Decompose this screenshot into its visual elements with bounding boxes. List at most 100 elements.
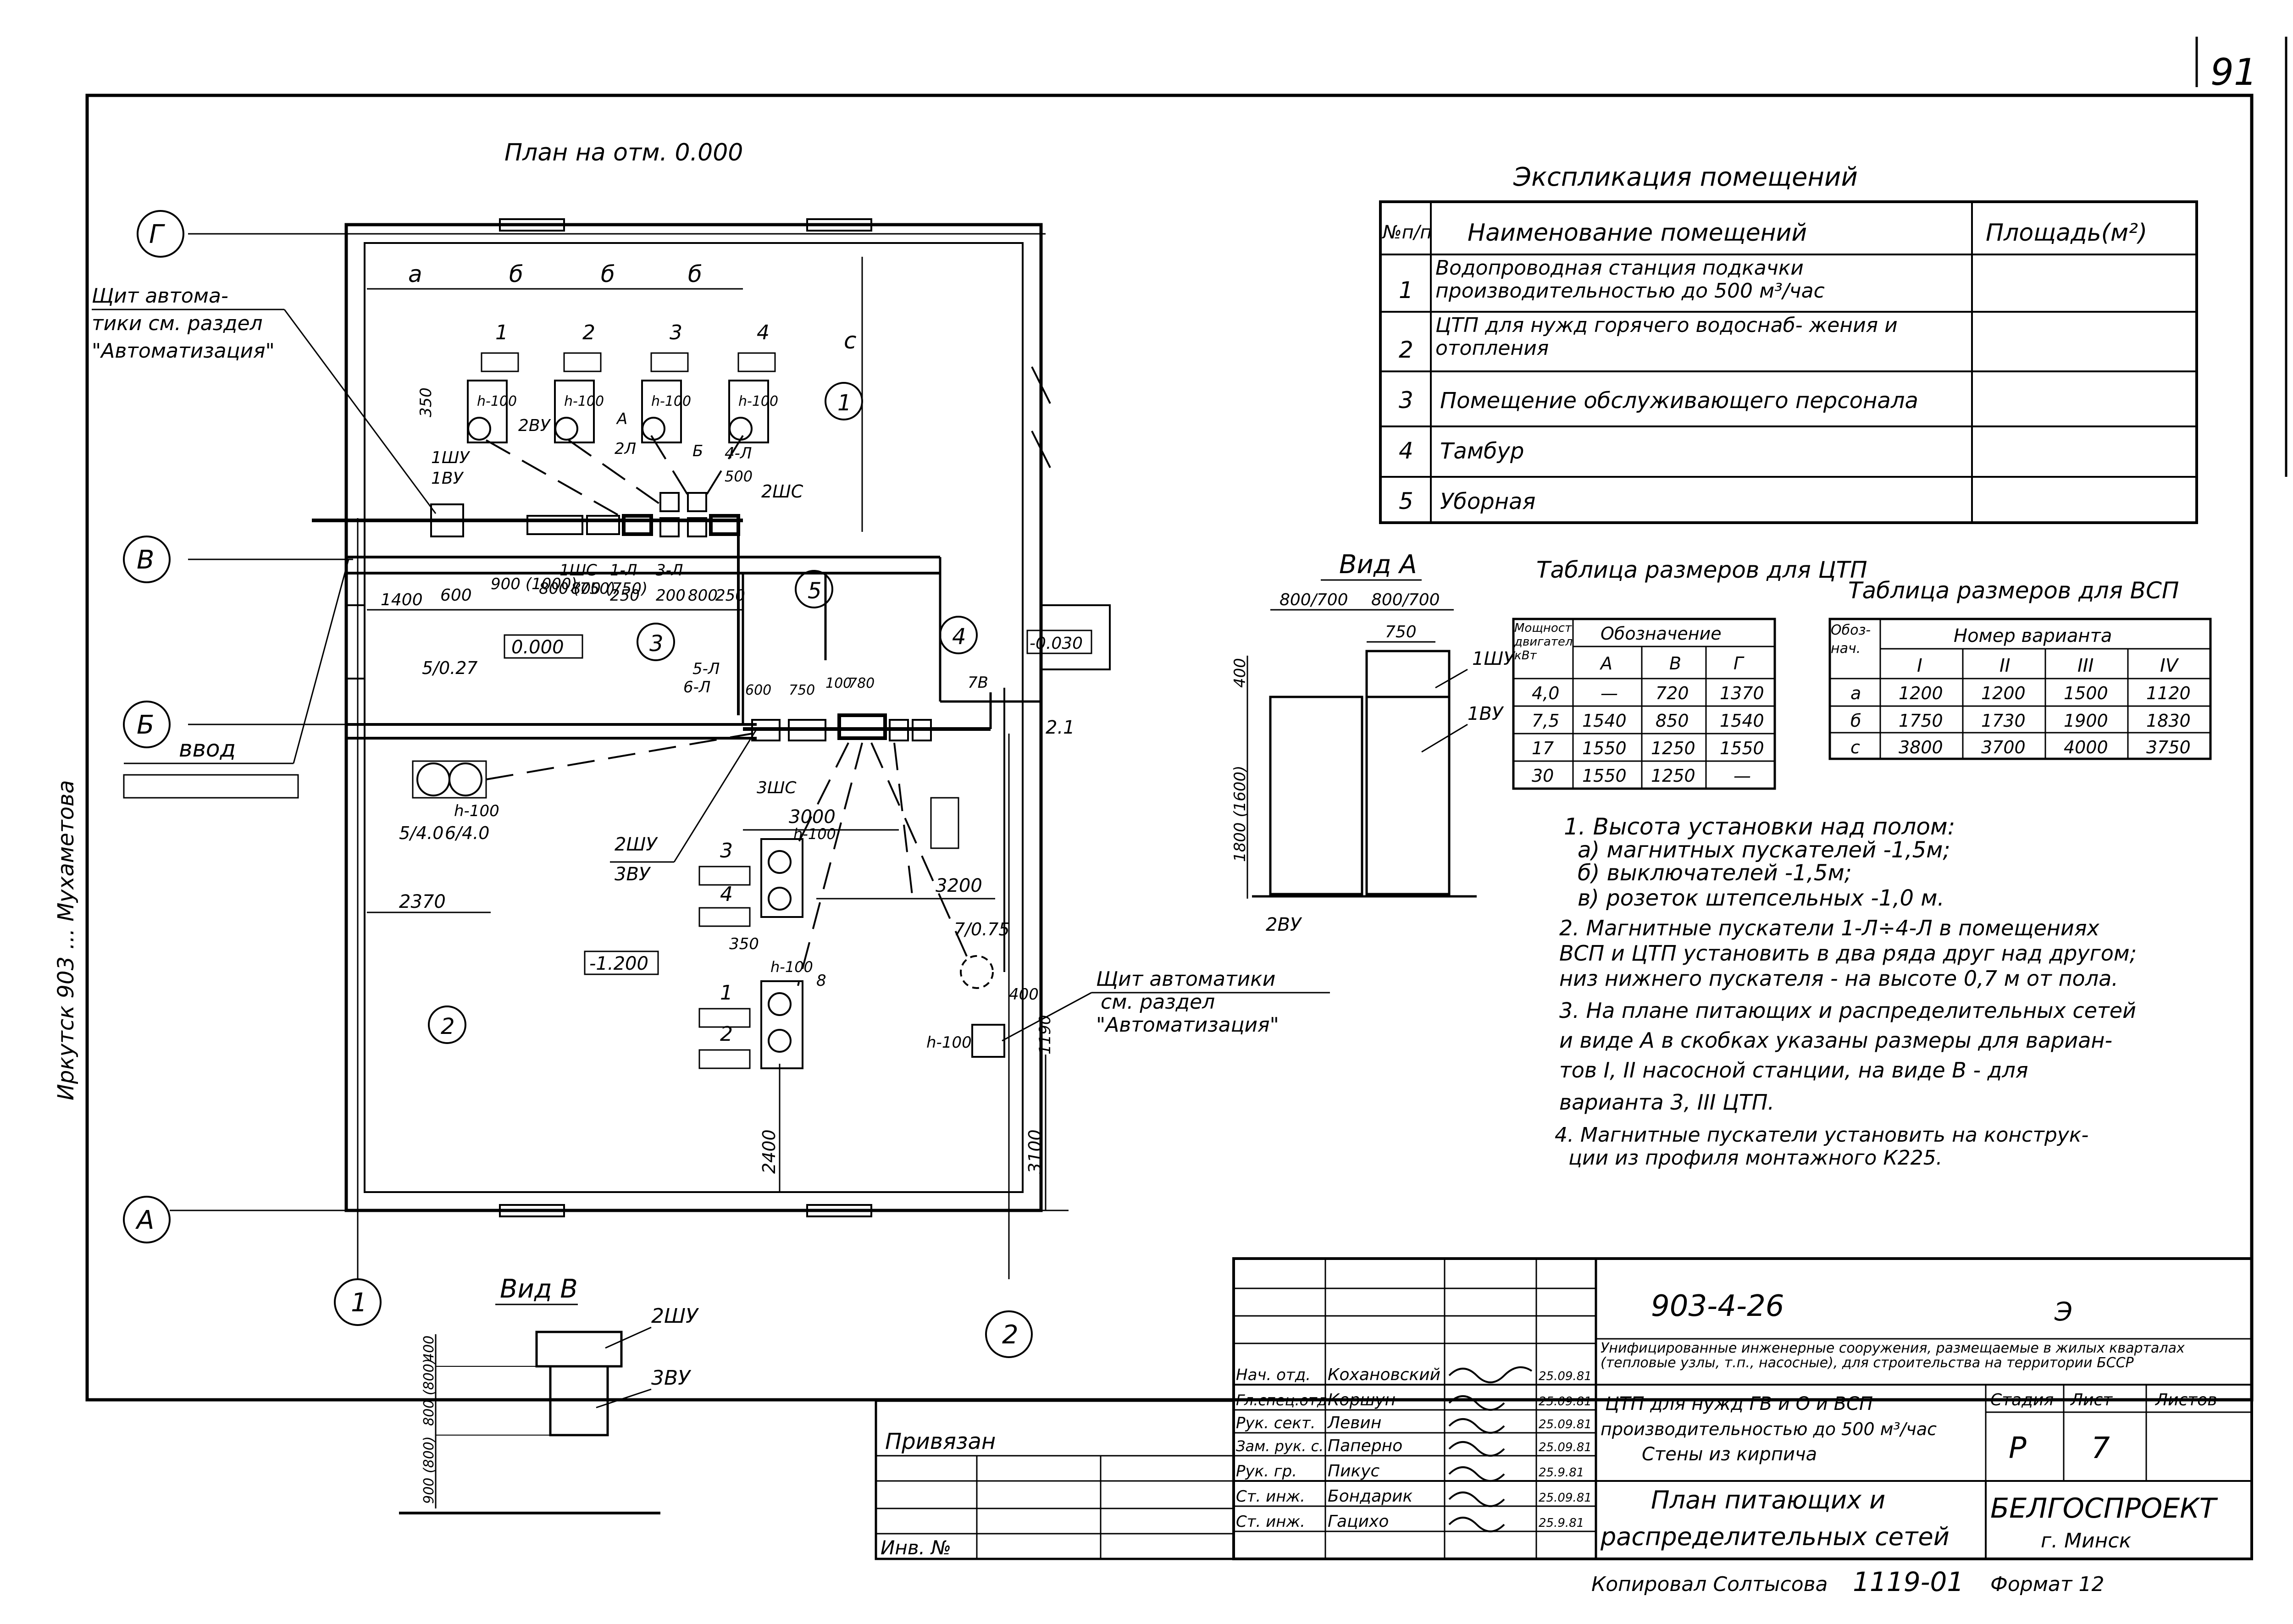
svg-text:—: — — [1601, 683, 1618, 703]
svg-text:с: с — [844, 327, 857, 354]
note-line: б) выключателей -1,5м; — [1578, 860, 1852, 886]
svg-text:Коршун: Коршун — [1328, 1391, 1396, 1409]
ctp-table-title: Таблица размеров для ЦТП — [1536, 557, 1867, 583]
svg-text:1: 1 — [495, 321, 508, 344]
svg-text:h-100: h-100 — [926, 1033, 972, 1052]
svg-text:800: 800 — [688, 586, 718, 605]
svg-text:7В: 7В — [968, 674, 988, 692]
svg-text:1120: 1120 — [2146, 683, 2191, 703]
svg-text:25.09.81: 25.09.81 — [1539, 1441, 1592, 1454]
sheet-number: 91 — [2195, 37, 2287, 477]
stage-value: Р — [2009, 1431, 2027, 1465]
svg-text:Б: Б — [137, 710, 154, 740]
level-text: -1.200 — [589, 953, 648, 974]
motor-base — [698, 1049, 751, 1069]
svg-text:б: б — [1850, 711, 1861, 731]
organization: БЕЛГОСПРОЕКТ — [1990, 1492, 2218, 1525]
svg-text:Паперно: Паперно — [1328, 1436, 1402, 1455]
svg-text:Нач. отд.: Нач. отд. — [1236, 1366, 1311, 1384]
view-a-title: Вид А — [1339, 550, 1417, 580]
note-line: низ нижнего пускателя - на высоте 0,7 м … — [1559, 966, 2118, 991]
svg-text:Пикус: Пикус — [1328, 1462, 1380, 1480]
axis-bubble-b: Б — [123, 701, 171, 748]
svg-text:Рук. сект.: Рук. сект. — [1236, 1414, 1316, 1432]
svg-text:1550: 1550 — [1582, 766, 1627, 786]
svg-text:2: 2 — [1399, 337, 1413, 363]
svg-text:1200: 1200 — [1899, 683, 1943, 703]
note-line: 3. На плане питающих и распределительных… — [1559, 998, 2136, 1023]
note-line: тов I, II насосной станции, на виде В - … — [1559, 1058, 2028, 1083]
svg-text:3ВУ: 3ВУ — [615, 864, 651, 885]
note-line: ции из профиля монтажного К225. — [1568, 1146, 1943, 1170]
svg-text:1: 1 — [720, 981, 733, 1005]
stamp-person-row: Рук. сект. Левин 25.09.81 — [1236, 1414, 1592, 1432]
svg-text:2400: 2400 — [759, 1129, 779, 1174]
svg-text:4,0: 4,0 — [1532, 683, 1559, 703]
svg-text:5/4.0: 5/4.0 — [399, 823, 443, 843]
svg-text:Помещение обслуживающего персо: Помещение обслуживающего персонала — [1440, 388, 1918, 414]
svg-text:б: б — [688, 261, 702, 287]
svg-text:1: 1 — [1399, 277, 1413, 304]
svg-text:3750: 3750 — [2146, 737, 2191, 757]
sheet-value: 7 — [2091, 1431, 2110, 1465]
svg-text:Щит автома-: Щит автома- — [92, 284, 228, 308]
svg-text:"Автоматизация": "Автоматизация" — [92, 339, 275, 363]
svg-text:3800: 3800 — [1899, 737, 1943, 757]
drawing-number: 1119-01 — [1853, 1566, 1964, 1597]
svg-text:5/0.27: 5/0.27 — [422, 658, 478, 678]
document-code: 903-4-26 — [1651, 1289, 1784, 1323]
svg-text:Ст. инж.: Ст. инж. — [1236, 1513, 1305, 1531]
svg-text:Площадь(м²): Площадь(м²) — [1986, 219, 2147, 247]
svg-text:1370: 1370 — [1720, 683, 1764, 703]
svg-text:А: А — [1599, 653, 1612, 674]
starter-1l — [622, 514, 653, 536]
svg-text:750: 750 — [1385, 623, 1417, 641]
cable — [705, 435, 744, 496]
motor-base — [698, 866, 751, 886]
svg-text:1750: 1750 — [1899, 711, 1943, 731]
room-name: ЦТП для нужд горячего водоснаб- жения и … — [1435, 314, 1898, 360]
svg-text:800/700: 800/700 — [1371, 591, 1440, 609]
note-line: 4. Магнитные пускатели установить на кон… — [1555, 1123, 2088, 1147]
axis-bubble-2: 2 — [985, 1310, 1033, 1358]
svg-text:1830: 1830 — [2146, 711, 2191, 731]
room-4-marker: 4 — [939, 616, 978, 654]
svg-text:350: 350 — [417, 387, 435, 417]
svg-text:25.9.81: 25.9.81 — [1539, 1466, 1584, 1480]
svg-text:б: б — [601, 261, 615, 287]
svg-text:а: а — [408, 261, 422, 287]
svg-text:3ВУ: 3ВУ — [651, 1366, 692, 1390]
svg-text:600: 600 — [440, 586, 472, 605]
room-name: Водопроводная станция подкачки производи… — [1435, 257, 1825, 303]
privyazan-label: Привязан — [885, 1429, 996, 1454]
svg-text:1550: 1550 — [1720, 738, 1764, 758]
control-panel-ctp: h-100 — [926, 1024, 1005, 1058]
stamp-person-row: Ст. инж. Гацихо 25.9.81 — [1236, 1512, 1584, 1531]
svg-text:1400: 1400 — [381, 591, 423, 609]
svg-text:4: 4 — [757, 321, 770, 344]
svg-text:1ВУ: 1ВУ — [431, 469, 464, 488]
note-line: ВСП и ЦТП установить в два ряда друг над… — [1559, 941, 2137, 966]
title-block: Привязан Инв. № Нач. отд. Кохановский 25… — [875, 1257, 2253, 1597]
svg-text:17: 17 — [1532, 738, 1554, 758]
svg-text:h-100: h-100 — [770, 958, 813, 976]
svg-text:а: а — [1850, 683, 1861, 703]
note-line: варианта 3, III ЦТП. — [1559, 1090, 1774, 1115]
svg-text:25.09.81: 25.09.81 — [1539, 1370, 1592, 1383]
sheet-number-text: 91 — [2210, 51, 2257, 94]
cable — [568, 439, 661, 505]
signature — [1448, 1491, 1505, 1507]
object-line: Стены из кирпича — [1642, 1444, 1817, 1465]
inv-label: Инв. № — [881, 1536, 951, 1559]
svg-text:4: 4 — [720, 883, 733, 906]
side-text: Иркутск 903 ... Мухаметова — [53, 780, 79, 1100]
svg-text:350: 350 — [729, 935, 759, 953]
sheet-title-line: План питающих и — [1651, 1486, 1885, 1514]
svg-text:h-100: h-100 — [477, 393, 517, 409]
svg-text:Рук. гр.: Рук. гр. — [1236, 1462, 1297, 1480]
object-line: ЦТП для нужд ГВ и О и ВСП — [1605, 1393, 1873, 1414]
svg-text:5-Л: 5-Л — [692, 660, 720, 678]
input-box — [123, 774, 299, 799]
note-line: и виде А в скобках указаны размеры для в… — [1559, 1028, 2112, 1053]
svg-text:1: 1 — [837, 390, 852, 416]
